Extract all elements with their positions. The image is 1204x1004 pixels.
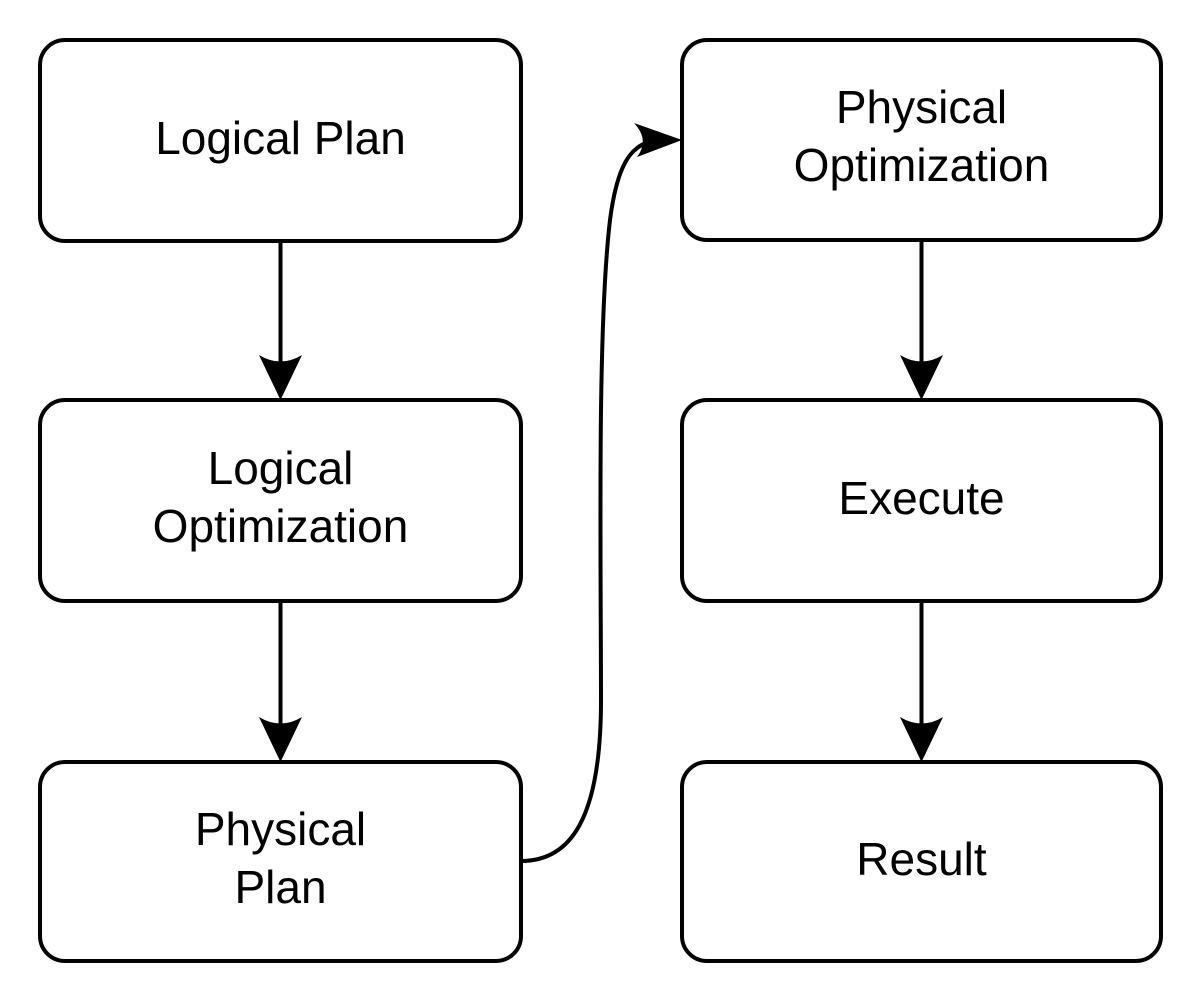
node-label-line: Optimization <box>794 139 1050 191</box>
node-physical-optimization[interactable]: Physical Optimization <box>680 38 1163 242</box>
node-box[interactable] <box>38 760 523 963</box>
arrowhead-icon <box>900 717 943 762</box>
node-physical-plan[interactable]: Physical Plan <box>38 760 523 963</box>
arrowhead-icon <box>900 355 943 400</box>
node-label-line: Physical <box>836 81 1007 133</box>
node-label-line: Optimization <box>153 500 409 552</box>
node-label-line: Plan <box>234 861 326 913</box>
node-box[interactable] <box>680 398 1163 603</box>
node-label-line: Result <box>856 833 987 885</box>
node-label-line: Physical <box>195 803 366 855</box>
edge-logical-optimization-to-physical-plan <box>259 601 302 762</box>
node-logical-optimization[interactable]: Logical Optimization <box>38 398 523 603</box>
node-box[interactable] <box>38 38 523 243</box>
edge-logical-plan-to-logical-optimization <box>259 241 302 400</box>
arrowhead-icon <box>259 717 302 762</box>
node-label-line: Logical <box>208 442 354 494</box>
node-box[interactable] <box>680 38 1163 242</box>
node-execute[interactable]: Execute <box>680 398 1163 603</box>
edge-physical-plan-to-physical-optimization <box>520 123 682 863</box>
node-logical-plan[interactable]: Logical Plan <box>38 38 523 243</box>
node-box[interactable] <box>680 760 1163 963</box>
arrowhead-icon <box>259 355 302 400</box>
node-box[interactable] <box>38 398 523 603</box>
edge-group <box>259 123 943 863</box>
node-result[interactable]: Result <box>680 760 1163 963</box>
edge-execute-to-result <box>900 601 943 762</box>
node-group: Logical Plan Logical Optimization Physic… <box>38 38 1163 963</box>
arrowhead-icon <box>634 123 682 157</box>
edge-line <box>520 139 653 863</box>
edge-physical-optimization-to-execute <box>900 240 943 400</box>
node-label-line: Logical Plan <box>155 112 406 164</box>
node-label-line: Execute <box>838 472 1004 524</box>
